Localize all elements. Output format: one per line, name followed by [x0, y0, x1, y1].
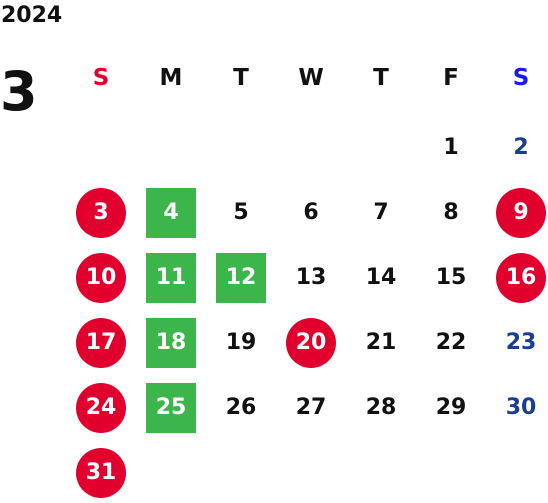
day-cell[interactable]: 14	[346, 248, 416, 308]
weekday-monday: M	[159, 64, 183, 91]
day-cell[interactable]: 13	[276, 248, 346, 308]
day-cell[interactable]: 24	[66, 378, 136, 438]
day-cell[interactable]: 4	[136, 183, 206, 243]
day-number: 14	[365, 265, 397, 290]
day-number: 9	[496, 188, 546, 238]
day-cell[interactable]: 2	[486, 118, 548, 178]
day-cell[interactable]: 18	[136, 313, 206, 373]
year-label: 2024	[1, 3, 63, 28]
day-cell[interactable]: 10	[66, 248, 136, 308]
day-number: 5	[233, 200, 249, 225]
week-row: 31	[66, 443, 548, 503]
day-number: 21	[365, 330, 397, 355]
day-number: 30	[505, 395, 537, 420]
day-cell[interactable]: 28	[346, 378, 416, 438]
day-cell[interactable]: 9	[486, 183, 548, 243]
day-number: 10	[76, 253, 126, 303]
day-number: 7	[373, 200, 389, 225]
day-number: 31	[76, 448, 126, 498]
day-number: 29	[435, 395, 467, 420]
day-number: 15	[435, 265, 467, 290]
day-number: 17	[76, 318, 126, 368]
day-cell[interactable]: 11	[136, 248, 206, 308]
weekday-tuesday: T	[233, 64, 249, 91]
day-number: 19	[225, 330, 257, 355]
day-cell[interactable]: 5	[206, 183, 276, 243]
day-cell[interactable]: 29	[416, 378, 486, 438]
month-label: 3	[0, 60, 38, 123]
day-number: 23	[505, 330, 537, 355]
weekday-sunday: S	[92, 64, 110, 91]
day-cell[interactable]: 23	[486, 313, 548, 373]
day-number: 4	[146, 188, 196, 238]
weekday-wednesday: W	[298, 64, 324, 91]
day-number: 8	[443, 200, 459, 225]
weekday-thursday: T	[373, 64, 389, 91]
day-number: 25	[146, 383, 196, 433]
day-number: 18	[146, 318, 196, 368]
weekday-saturday: S	[512, 64, 530, 91]
day-number: 24	[76, 383, 126, 433]
day-number: 16	[496, 253, 546, 303]
day-cell[interactable]: 16	[486, 248, 548, 308]
day-number: 11	[146, 253, 196, 303]
day-number: 27	[295, 395, 327, 420]
day-number: 22	[435, 330, 467, 355]
day-number: 28	[365, 395, 397, 420]
day-cell[interactable]: 3	[66, 183, 136, 243]
day-number: 6	[303, 200, 319, 225]
day-cell[interactable]: 25	[136, 378, 206, 438]
day-number: 20	[286, 318, 336, 368]
day-number: 1	[443, 135, 459, 160]
week-row: 17 18 19 20 21 22 23	[66, 313, 548, 373]
weekday-header-row: S M T W T F S	[66, 48, 548, 108]
day-cell[interactable]: 7	[346, 183, 416, 243]
day-cell[interactable]: 20	[276, 313, 346, 373]
day-cell[interactable]: 15	[416, 248, 486, 308]
day-cell[interactable]: 30	[486, 378, 548, 438]
day-cell[interactable]: 19	[206, 313, 276, 373]
day-cell[interactable]: 26	[206, 378, 276, 438]
day-cell[interactable]: 17	[66, 313, 136, 373]
day-number: 13	[295, 265, 327, 290]
day-cell[interactable]: 21	[346, 313, 416, 373]
day-cell[interactable]: 31	[66, 443, 136, 503]
week-row: 24 25 26 27 28 29 30	[66, 378, 548, 438]
day-cell[interactable]: 6	[276, 183, 346, 243]
day-cell[interactable]: 12	[206, 248, 276, 308]
day-number: 2	[513, 135, 529, 160]
day-cell[interactable]: 27	[276, 378, 346, 438]
day-number: 3	[76, 188, 126, 238]
day-number: 12	[216, 253, 266, 303]
day-cell[interactable]: 8	[416, 183, 486, 243]
day-cell[interactable]: 1	[416, 118, 486, 178]
week-row: 10 11 12 13 14 15 16	[66, 248, 548, 308]
weekday-friday: F	[443, 64, 459, 91]
day-cell[interactable]: 22	[416, 313, 486, 373]
day-number: 26	[225, 395, 257, 420]
